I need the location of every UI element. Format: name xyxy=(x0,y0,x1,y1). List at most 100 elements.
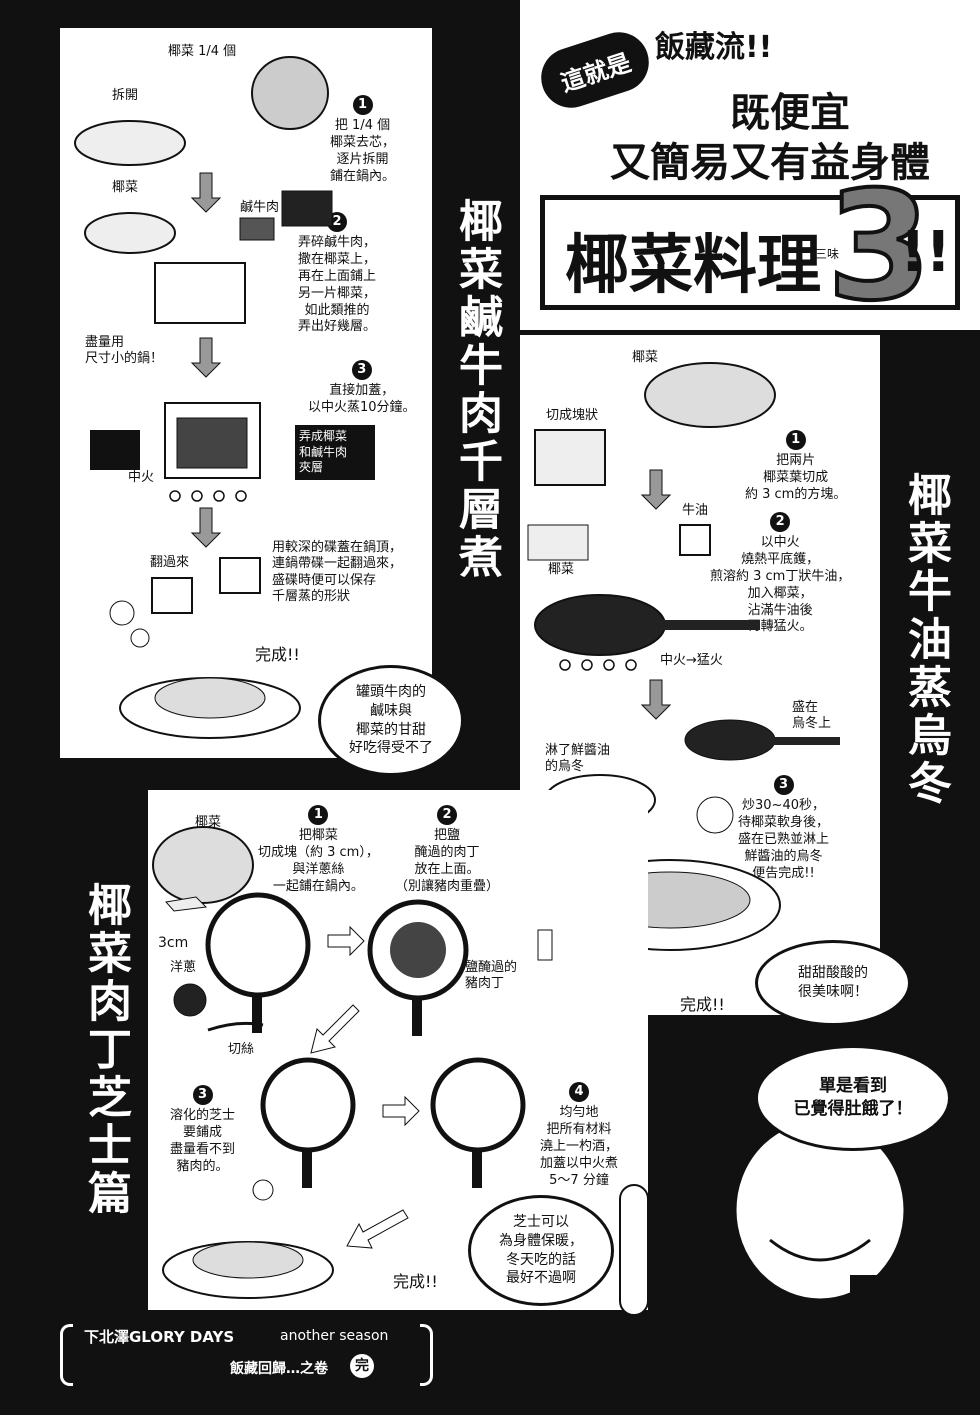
header-line1: 既便宜 xyxy=(730,90,850,136)
r2-fire-label: 中火→猛火 xyxy=(660,653,723,668)
pan-handle-icon xyxy=(472,1148,482,1188)
cabbage-pieces-icon xyxy=(527,524,589,561)
header-small-suffix: 三味 xyxy=(815,247,840,261)
cabbage-icon xyxy=(152,826,254,904)
cabbage-leaf-icon xyxy=(84,212,176,254)
dish-food-icon xyxy=(154,677,266,719)
cabbage-quarter-icon xyxy=(251,56,329,130)
r1-illustrations xyxy=(74,56,333,739)
right-arrow-icon xyxy=(327,925,365,957)
header-main-title: 椰菜料理 xyxy=(565,229,821,303)
r3-step-1: 1 把椰菜 切成塊（約 3 cm）， 與洋蔥絲 一起鋪在鍋內。 xyxy=(258,805,379,896)
r2-step-2: 2 以中火 燒熱平底鑊， 煎溶約 3 cm丁狀牛油， 加入椰菜， 沾滿牛油後 再… xyxy=(710,512,850,636)
r1-plate-note: 用較深的碟蓋在鍋頂， 連鍋帶碟一起翻過來， 盛碟時便可以保存 千層蒸的形狀 xyxy=(272,540,403,604)
recipe2-title: 椰菜牛油蒸烏冬 xyxy=(885,400,965,880)
r1-step-1-number: 1 xyxy=(352,95,373,115)
r3-step-4-number: 4 xyxy=(569,1082,589,1102)
down-left-arrow-icon xyxy=(346,1209,409,1249)
r1-flip-label: 翻過來 xyxy=(150,555,190,570)
pan-step3-icon xyxy=(260,1057,356,1153)
footer-end-mark-text: 完 xyxy=(355,1358,369,1374)
r3-salted-pork-label: 鹽醃過的 豬肉丁 xyxy=(465,960,518,992)
steam-puff-icon xyxy=(109,600,135,626)
header-line2: 又簡易又有益身體 xyxy=(610,140,930,186)
right-arrow-icon xyxy=(382,1095,420,1127)
r3-speech-bubble: 芝士可以 為身體保暖， 冬天吃的話 最好不過啊 xyxy=(468,1195,614,1306)
recipe3-title: 椰菜肉丁芝士篇 xyxy=(68,830,142,1270)
r3-shred-label: 切絲 xyxy=(228,1042,255,1057)
r1-separate-label: 拆開 xyxy=(112,88,139,103)
r2-step-2-text: 以中火 燒熱平底鑊， 煎溶約 3 cm丁狀牛油， 加入椰菜， 沾滿牛油後 再轉猛… xyxy=(710,535,851,635)
r3-step-2-text: 把鹽 醃過的肉丁 放在上面。 （別讓豬肉重疊） xyxy=(395,828,500,894)
r2-butter-label: 牛油 xyxy=(682,503,709,518)
r3-step-2-number: 2 xyxy=(437,805,457,825)
r1-cabbage-label: 椰菜 xyxy=(112,180,139,195)
recipe1-title: 椰菜鹹牛肉千層煮 xyxy=(438,90,514,690)
cabbage-square-icon xyxy=(165,896,208,912)
r3-step-4: 4 均勻地 把所有材料 澆上一杓酒， 加蓋以中火煮 5～7 分鐘 xyxy=(540,1082,618,1189)
header-badge-text: 這就是 xyxy=(557,47,635,97)
salt-shaker-icon xyxy=(537,929,553,961)
r1-step-1: 1 把 1/4 個 椰菜去芯， 逐片拆開 鋪在鍋內。 xyxy=(330,95,395,186)
butter-cube-icon xyxy=(679,524,711,556)
separated-leaves-icon xyxy=(74,120,186,166)
small-pan-handle-icon xyxy=(770,737,840,745)
cut-cabbage-icon xyxy=(534,429,606,486)
r2-step-1-number: 1 xyxy=(785,430,806,450)
down-arrow-icon xyxy=(640,469,672,510)
down-arrow-icon xyxy=(190,172,222,213)
r1-cabbage-quarter-label: 椰菜 1/4 個 xyxy=(168,44,237,59)
r3-step-1-text: 把椰菜 切成塊（約 3 cm）， 與洋蔥絲 一起鋪在鍋內。 xyxy=(258,828,379,894)
footer-bracket-left xyxy=(60,1324,73,1386)
pan-step4-icon xyxy=(430,1057,526,1153)
r2-step-2-number: 2 xyxy=(770,512,791,532)
r1-step-3: 3 直接加蓋， 以中火蒸10分鐘。 xyxy=(308,360,416,417)
character-speech-bubble: 單是看到 已覺得肚餓了！ xyxy=(755,1045,951,1151)
r1-step-2-text: 弄碎鹹牛肉， 撒在椰菜上， 再在上面鋪上 另一片椰菜， 如此類推的 弄出好幾層。 xyxy=(298,235,377,335)
r3-step-3-text: 溶化的芝士 要鋪成 盡量看不到 豬肉的。 xyxy=(170,1108,236,1174)
r2-step-3: 3 炒30~40秒， 待椰菜軟身後， 盛在已熟並淋上 鮮醬油的烏冬 便告完成!! xyxy=(738,775,829,882)
r1-speech-bubble: 罐頭牛肉的 鹹味與 椰菜的甘甜 好吃得受不了 xyxy=(318,665,464,776)
r1-medium-fire-label: 中火 xyxy=(128,470,155,485)
character-scarf-icon xyxy=(850,1275,960,1415)
r1-small-pot-label: 盡量用 尺寸小的鍋！ xyxy=(85,335,164,367)
header-big-number: 3 xyxy=(825,158,933,336)
r3-step-3: 3 溶化的芝士 要鋪成 盡量看不到 豬肉的。 xyxy=(170,1085,235,1176)
r3-step-3-number: 3 xyxy=(192,1085,213,1105)
pork-cubes-icon xyxy=(390,922,446,978)
header-title-box: 椰菜料理 3 三味 !! xyxy=(540,158,960,336)
flipping-pot-icon xyxy=(151,577,193,614)
r2-step-3-text: 炒30~40秒， 待椰菜軟身後， 盛在已熟並淋上 鮮醬油的烏冬 便告完成!! xyxy=(738,798,830,881)
r2-step-1: 1 把兩片 椰菜葉切成 約 3 cm的方塊。 xyxy=(745,430,846,504)
footer-subtitle: another season xyxy=(280,1328,389,1344)
flame-icon xyxy=(559,659,637,671)
character-finger-icon xyxy=(619,1184,649,1316)
footer-episode: 飯藏回歸…之卷 xyxy=(230,1361,328,1377)
down-left-arrow-icon xyxy=(310,1004,360,1054)
steam-puff-icon xyxy=(130,628,150,648)
footer-bracket-right xyxy=(420,1324,433,1386)
frying-pan-icon xyxy=(534,594,666,656)
r1-step-3-number: 3 xyxy=(351,360,372,380)
character-smile-icon xyxy=(769,1238,871,1262)
down-arrow-icon xyxy=(190,337,222,378)
r3-onion-label: 洋蔥 xyxy=(170,960,197,975)
r3-size-label: 3cm xyxy=(158,935,189,951)
r2-cut-pieces-label: 切成塊狀 xyxy=(546,408,599,423)
pan-handle-icon xyxy=(302,1148,312,1188)
r2-soy-udon-label: 淋了鮮醬油 的烏冬 xyxy=(545,743,611,775)
footer-end-mark: 完 xyxy=(350,1354,374,1378)
r1-done-label: 完成!! xyxy=(255,645,300,664)
frying-pan-handle-icon xyxy=(660,620,760,630)
pot-icon xyxy=(154,262,246,324)
r2-done-label: 完成!! xyxy=(680,995,725,1014)
r3-step-1-number: 1 xyxy=(308,805,329,825)
cabbage-icon xyxy=(644,362,776,428)
footer-series: 下北澤GLORY DAYS xyxy=(84,1328,235,1346)
pan-handle-icon xyxy=(412,996,422,1036)
corned-beef-icon xyxy=(239,217,275,241)
r2-step-1-text: 把兩片 椰菜葉切成 約 3 cm的方塊。 xyxy=(745,453,847,502)
r1-steam-label: 蒸 xyxy=(108,482,122,498)
r1-step-3-text: 直接加蓋， 以中火蒸10分鐘。 xyxy=(308,383,416,415)
flipped-pot-icon xyxy=(219,557,261,594)
